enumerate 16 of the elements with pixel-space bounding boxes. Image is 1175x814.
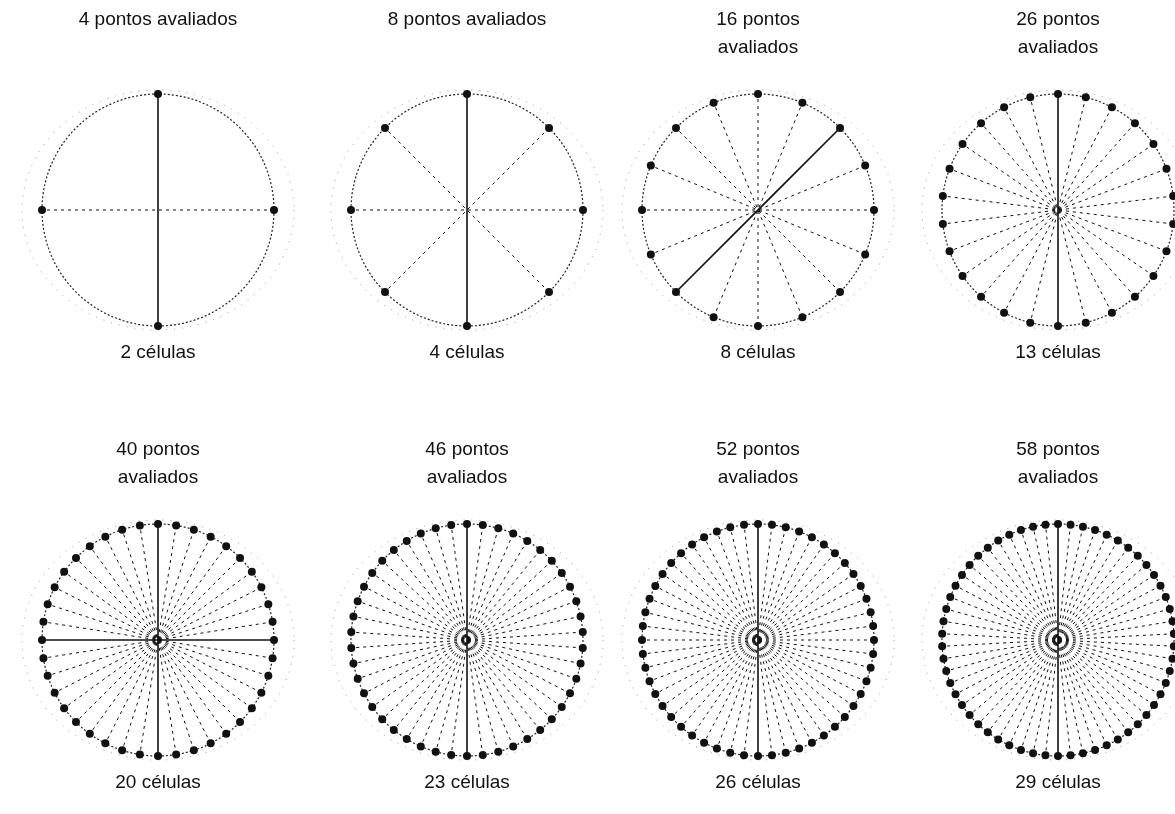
- caption: 8 pontos avaliados: [387, 7, 547, 31]
- caption: 4 células: [428, 340, 506, 364]
- caption: 26 pontos avaliados: [1015, 7, 1101, 59]
- caption: 8 células: [719, 340, 797, 364]
- caption: 58 pontos avaliados: [1015, 437, 1101, 489]
- caption: 29 células: [1014, 770, 1102, 794]
- caption: 2 células: [119, 340, 197, 364]
- caption: 52 pontos avaliados: [715, 437, 801, 489]
- caption: 20 células: [114, 770, 202, 794]
- caption: 23 células: [423, 770, 511, 794]
- caption: 13 células: [1014, 340, 1102, 364]
- caption: 4 pontos avaliados: [78, 7, 238, 31]
- caption: 46 pontos avaliados: [424, 437, 510, 489]
- caption: 26 células: [714, 770, 802, 794]
- caption: 40 pontos avaliados: [115, 437, 201, 489]
- caption: 16 pontos avaliados: [715, 7, 801, 59]
